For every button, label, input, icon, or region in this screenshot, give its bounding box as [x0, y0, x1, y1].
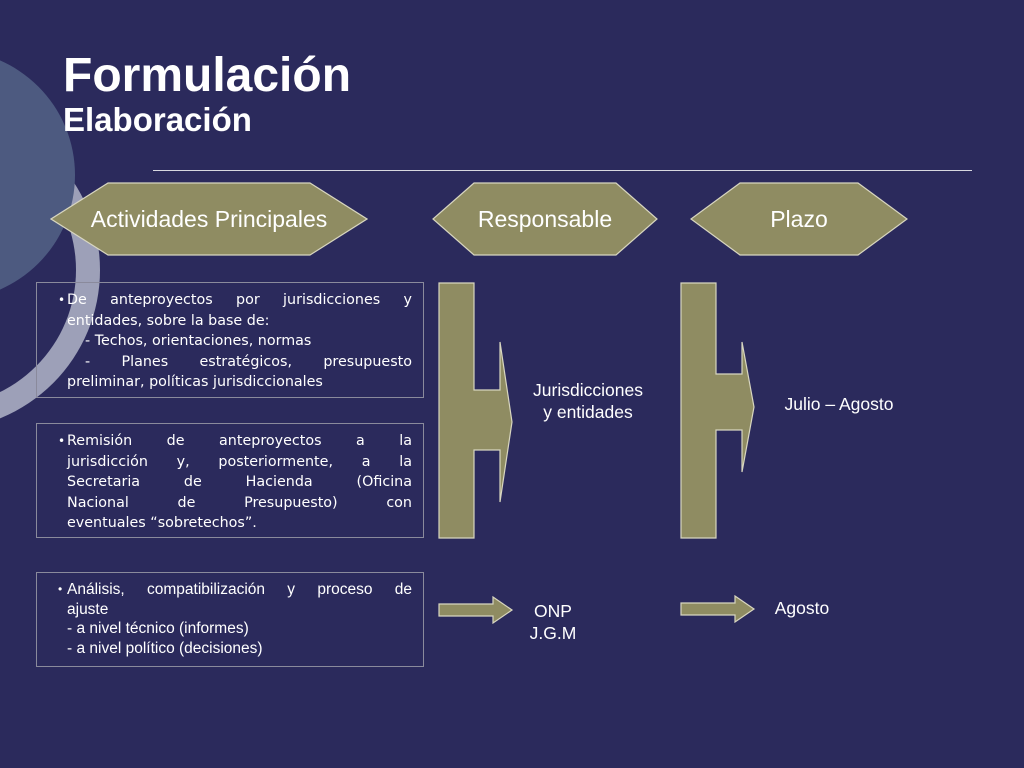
activity-2-line-1: Remisión de anteproyectos a la — [67, 431, 412, 452]
responsible-2-line-1: ONP — [534, 601, 572, 621]
header-deadline: Plazo — [690, 182, 908, 256]
activity-2-line-5: eventuales “sobretechos”. — [67, 515, 257, 531]
activity-1-line-4: - Planes estratégicos, presupuesto — [85, 353, 412, 370]
responsible-label-1: Jurisdicciones y entidades — [510, 379, 666, 423]
activity-box-1: De anteproyectos por jurisdicciones y en… — [36, 282, 424, 398]
deadline-label-1: Julio – Agosto — [784, 394, 894, 414]
activity-3-line-3: - a nivel técnico (informes) — [67, 620, 249, 637]
slide-subtitle: Elaboración — [63, 101, 252, 138]
activity-3-line-2: ajuste — [67, 600, 109, 618]
bracket-arrow-responsible — [438, 282, 513, 539]
title-divider — [153, 170, 972, 171]
activity-2-line-4: Nacional de Presupuesto) con — [67, 494, 412, 511]
header-responsible-label: Responsable — [477, 205, 613, 232]
responsible-2-line-2: J.G.M — [529, 623, 577, 643]
activity-3-line-1: Análisis, compatibilización y proceso de — [67, 580, 412, 600]
activity-box-2: Remisión de anteproyectos a la jurisdicc… — [36, 423, 424, 538]
activity-1-line-5: preliminar, políticas jurisdiccionales — [67, 374, 323, 390]
activity-2-line-3: Secretaria de Hacienda (Oficina — [67, 474, 412, 490]
activity-1-line-3: - Techos, orientaciones, normas — [85, 333, 312, 349]
decorative-circles — [0, 60, 100, 419]
activity-2-line-2: jurisdicción y, posteriormente, a la — [67, 453, 412, 470]
activity-1-line-2: entidades, sobre la base de: — [67, 312, 270, 329]
arrow-responsible-3 — [438, 596, 514, 624]
header-activities: Actividades Principales — [50, 182, 368, 256]
deadline-label-2: Agosto — [774, 598, 830, 618]
responsible-1-line-2: y entidades — [543, 402, 633, 422]
bracket-arrow-deadline — [680, 282, 755, 539]
responsible-1-line-1: Jurisdicciones — [533, 380, 643, 400]
slide-title: Formulación — [63, 49, 352, 102]
header-responsible: Responsable — [432, 182, 658, 256]
header-activities-label: Actividades Principales — [90, 205, 328, 232]
activity-3-line-4: - a nivel político (decisiones) — [67, 639, 263, 657]
responsible-label-2: ONP J.G.M — [500, 600, 606, 644]
arrow-deadline-3 — [680, 595, 756, 623]
activity-box-3: Análisis, compatibilización y proceso de… — [36, 572, 424, 667]
header-deadline-label: Plazo — [770, 205, 828, 232]
activity-1-line-1: De anteproyectos por jurisdicciones y — [67, 290, 412, 311]
